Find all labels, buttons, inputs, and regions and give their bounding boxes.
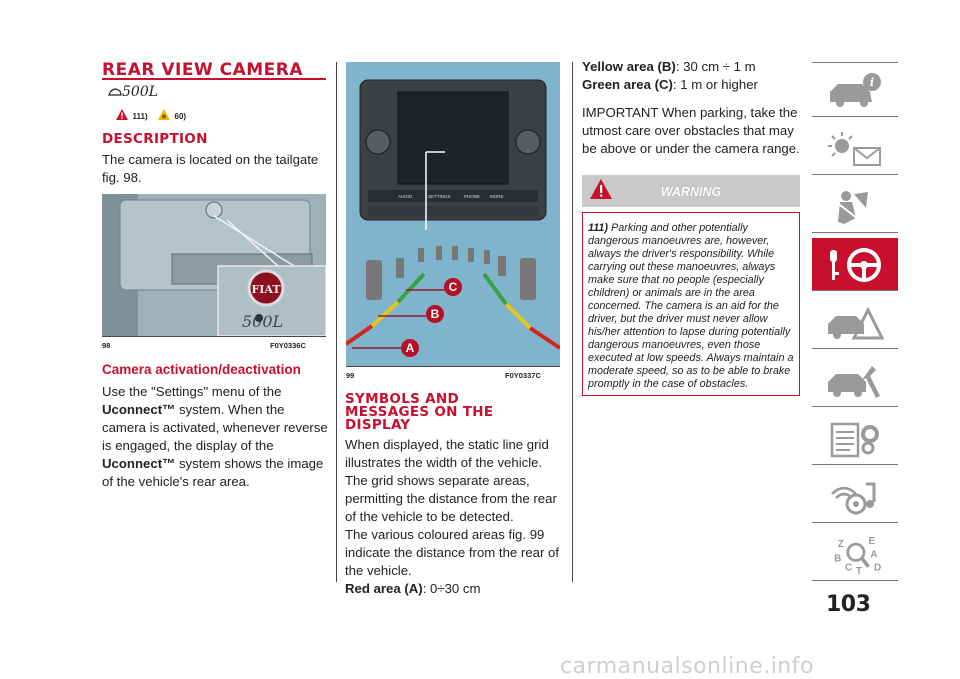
figure-98-rule bbox=[102, 336, 326, 337]
index-letter-e: E bbox=[869, 536, 876, 547]
yellow-area-line: Yellow area (B): 30 cm ÷ 1 m bbox=[582, 59, 756, 74]
index-letter-b: B bbox=[834, 553, 841, 564]
column-divider-2 bbox=[572, 62, 573, 582]
warning-ref-111[interactable]: 111) bbox=[132, 112, 148, 121]
figure-98-code: F0Y0336C bbox=[270, 341, 306, 350]
marker-a: A bbox=[406, 341, 415, 355]
warning-header: WARNING bbox=[582, 175, 800, 207]
figure-99-rule bbox=[346, 366, 560, 367]
marker-b: B bbox=[431, 307, 440, 321]
warning-title: WARNING bbox=[660, 185, 722, 199]
head-unit-more-label: MORE bbox=[490, 194, 504, 199]
symbols-p2: The grid shows separate areas, permittin… bbox=[345, 473, 557, 524]
sidebar-tab-safety[interactable] bbox=[812, 180, 898, 233]
page-number: 103 bbox=[826, 592, 871, 617]
sidebar-tab-warning-lights[interactable] bbox=[812, 122, 898, 175]
symbols-heading: SYMBOLS AND MESSAGES ON THE DISPLAY bbox=[345, 391, 494, 433]
index-letter-a: A bbox=[870, 550, 877, 561]
sidebar-tab-emergency[interactable] bbox=[812, 296, 898, 349]
car-silhouette-icon bbox=[108, 88, 122, 96]
model-logo: 500L bbox=[108, 84, 158, 100]
figure-98-image: FIAT 500L bbox=[102, 194, 326, 336]
description-text: The camera is located on the tailgate fi… bbox=[102, 152, 319, 185]
figure-99-image: AUDIO SETTINGS PHONE MORE bbox=[344, 62, 562, 366]
sidebar-top-rule bbox=[812, 62, 898, 63]
figure-98-number: 98 bbox=[102, 341, 111, 350]
warning-triangle-large-icon bbox=[590, 179, 612, 199]
index-letter-t: T bbox=[856, 566, 862, 574]
warning-lights-icon bbox=[828, 132, 881, 166]
symbols-p3: The various coloured areas fig. 99 indic… bbox=[345, 527, 560, 578]
green-area-line: Green area (C): 1 m or higher bbox=[582, 77, 758, 92]
red-area-line: Red area (A): 0÷30 cm bbox=[345, 581, 481, 596]
sidebar-tab-multimedia[interactable] bbox=[812, 470, 898, 523]
index-letter-d: D bbox=[874, 562, 881, 573]
caution-triangle-icon bbox=[158, 109, 171, 120]
sidebar-tab-servicing[interactable] bbox=[812, 354, 898, 407]
warning-body: 111) Parking and other potentially dange… bbox=[588, 222, 794, 390]
important-note: IMPORTANT When parking, take the utmost … bbox=[582, 105, 800, 156]
index-letter-z: Z bbox=[838, 539, 844, 550]
car-service-icon bbox=[828, 366, 880, 398]
symbols-text: When displayed, the static line grid ill… bbox=[345, 436, 567, 598]
sidebar-tab-technical-data[interactable] bbox=[812, 412, 898, 465]
fig-98-model-badge: 500L bbox=[242, 312, 283, 331]
symbols-p1: When displayed, the static line grid ill… bbox=[345, 437, 549, 470]
warning-ref-60[interactable]: 60) bbox=[174, 112, 187, 121]
sidebar-tab-car-info[interactable]: i bbox=[812, 64, 898, 117]
sidebar-tab-starting-driving[interactable] bbox=[812, 238, 898, 291]
head-unit-settings-label: SETTINGS bbox=[428, 194, 451, 199]
emergency-icon bbox=[828, 306, 884, 340]
warning-refs: 111) 60) bbox=[116, 106, 186, 124]
car-info-icon: i bbox=[830, 73, 881, 107]
uconnect-brand: Uconnect™ bbox=[102, 402, 176, 417]
figure-99-code: F0Y0337C bbox=[505, 371, 541, 380]
column-divider bbox=[336, 62, 337, 582]
figure-99-number: 99 bbox=[346, 371, 355, 380]
multimedia-icon bbox=[831, 482, 876, 515]
technical-data-icon bbox=[830, 422, 879, 458]
fiat-badge: FIAT bbox=[251, 283, 281, 296]
head-unit-audio-label: AUDIO bbox=[398, 194, 413, 199]
activation-text: Use the "Settings" menu of the Uconnect™… bbox=[102, 384, 328, 489]
warning-number: 111) bbox=[588, 222, 609, 234]
marker-c: C bbox=[449, 280, 458, 294]
uconnect-brand-2: Uconnect™ bbox=[102, 456, 176, 471]
head-unit-phone-label: PHONE bbox=[464, 194, 480, 199]
title-rule bbox=[102, 78, 326, 80]
description-heading: DESCRIPTION bbox=[102, 131, 208, 147]
svg-text:i: i bbox=[870, 76, 874, 89]
area-definitions: Yellow area (B): 30 cm ÷ 1 m Green area … bbox=[582, 58, 802, 94]
warning-box: 111) Parking and other potentially dange… bbox=[582, 212, 800, 396]
sidebar-tab-index[interactable]: Z E B A C T D bbox=[812, 528, 898, 581]
index-letter-c: C bbox=[845, 562, 852, 573]
airbag-safety-icon bbox=[835, 191, 868, 224]
activation-heading: Camera activation/deactivation bbox=[102, 362, 301, 377]
index-icon: Z E B A C T D bbox=[834, 536, 881, 574]
key-steering-wheel-icon bbox=[830, 248, 881, 282]
section-title: REAR VIEW CAMERA bbox=[102, 60, 304, 80]
watermark: carmanualsonline.info bbox=[560, 654, 814, 679]
warning-triangle-icon bbox=[116, 109, 128, 120]
